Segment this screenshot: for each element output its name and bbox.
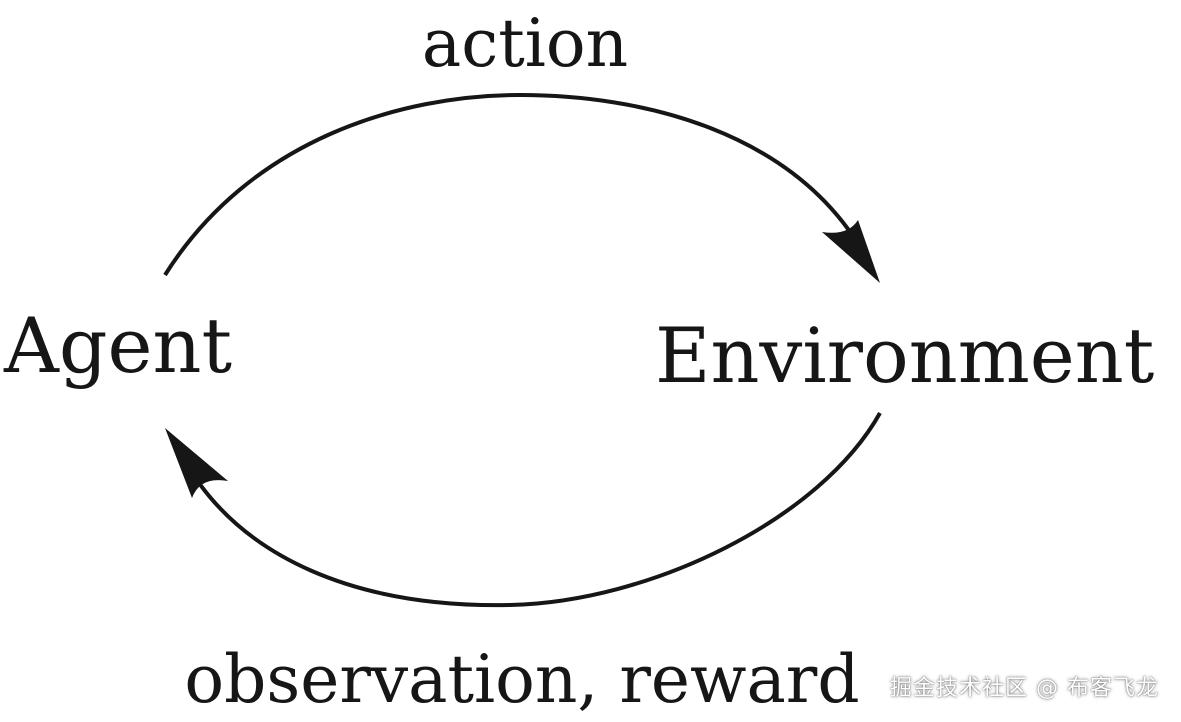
observation-arc — [181, 412, 882, 608]
observation-arrowhead — [165, 428, 228, 498]
observation-reward-label: observation, reward — [184, 641, 859, 718]
action-arc — [163, 92, 864, 277]
environment-node-label: Environment — [655, 311, 1154, 400]
action-arrowhead — [822, 220, 880, 283]
agent-node-label: Agent — [3, 301, 232, 390]
action-label: action — [422, 5, 628, 82]
watermark: 掘金技术社区 @ 布客飞龙 — [890, 676, 1159, 701]
